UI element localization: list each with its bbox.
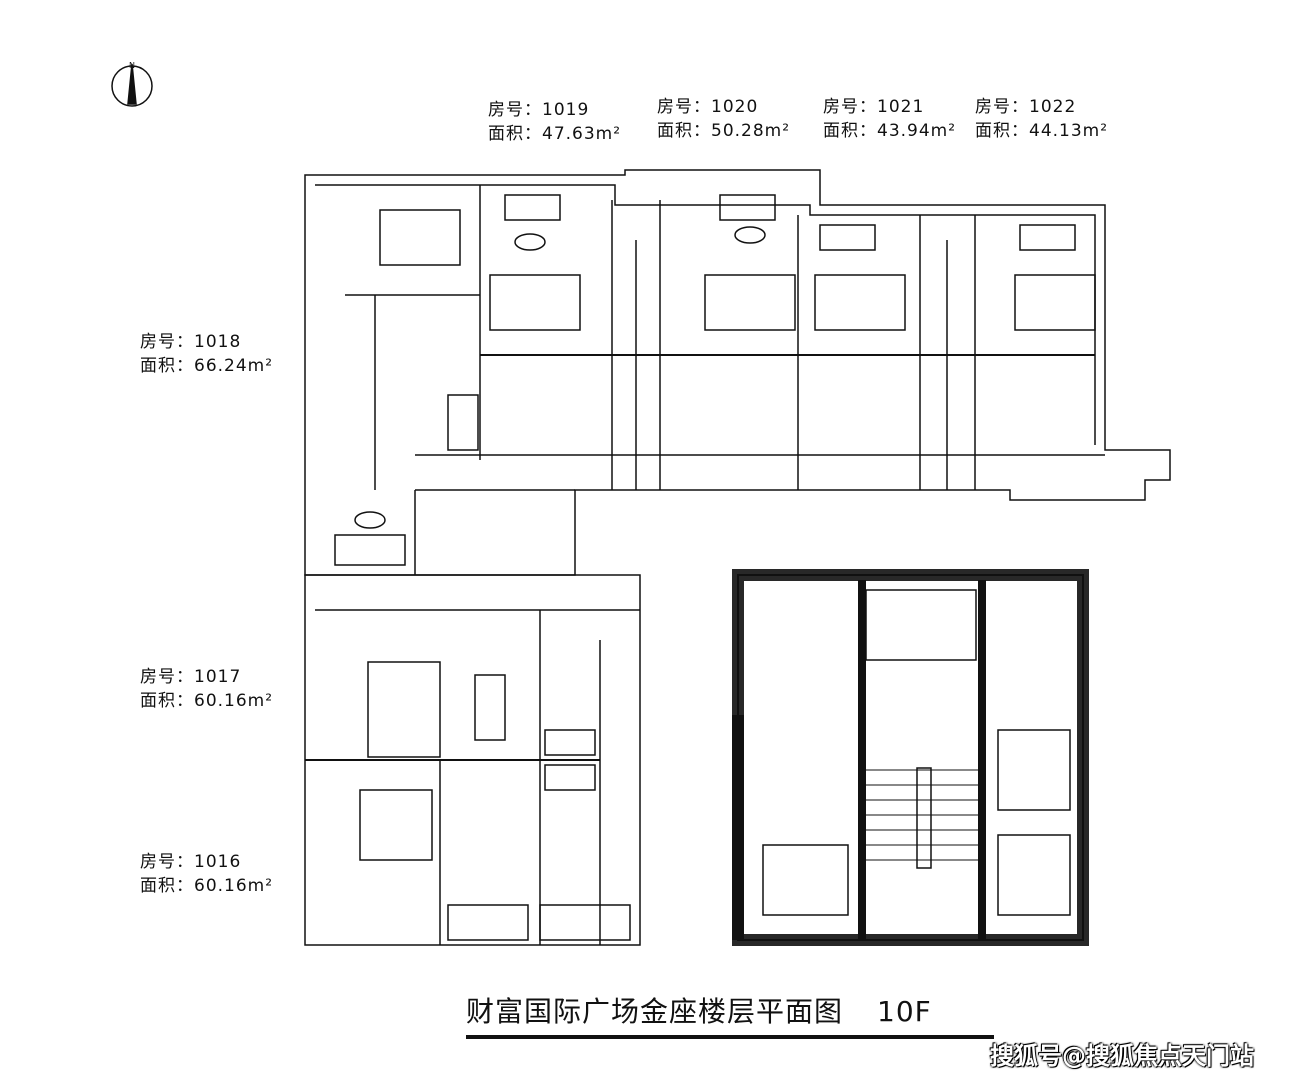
room-area: 面积：43.94m² [823, 121, 957, 141]
room-area: 面积：44.13m² [975, 121, 1109, 141]
unit-1022-label: 房号：1022 面积：44.13m² [975, 95, 1108, 143]
floor-number: 10F [877, 995, 932, 1028]
lower-wing [304, 574, 641, 946]
room-number: 房号：1020 [657, 97, 759, 117]
north-label: N [129, 61, 135, 70]
stair-core [732, 569, 1089, 946]
unit-1016-label: 房号：1016 面积：60.16m² [140, 850, 273, 898]
north-compass-icon: N [111, 61, 153, 107]
title-text: 财富国际广场金座楼层平面图 [466, 995, 844, 1028]
room-area: 面积：60.16m² [140, 691, 274, 711]
room-area: 面积：47.63m² [488, 124, 622, 144]
furniture [334, 194, 1096, 566]
plan-title: 财富国际广场金座楼层平面图 10F [466, 990, 932, 1030]
room-number: 房号：1017 [140, 667, 242, 687]
unit-1017-label: 房号：1017 面积：60.16m² [140, 665, 273, 713]
unit-1018-label: 房号：1018 面积：66.24m² [140, 330, 273, 378]
unit-1019-label: 房号：1019 面积：47.63m² [488, 98, 621, 146]
room-area: 面积：66.24m² [140, 356, 274, 376]
room-area: 面积：60.16m² [140, 876, 274, 896]
room-number: 房号：1022 [975, 97, 1077, 117]
room-number: 房号：1016 [140, 852, 242, 872]
room-number: 房号：1021 [823, 97, 925, 117]
room-area: 面积：50.28m² [657, 121, 791, 141]
unit-1021-label: 房号：1021 面积：43.94m² [823, 95, 956, 143]
title-underline [466, 1035, 994, 1039]
watermark: 搜狐号@搜狐焦点天门站 [990, 1042, 1254, 1070]
top-wing [304, 169, 1171, 576]
unit-1020-label: 房号：1020 面积：50.28m² [657, 95, 790, 143]
room-number: 房号：1019 [488, 100, 590, 120]
room-number: 房号：1018 [140, 332, 242, 352]
